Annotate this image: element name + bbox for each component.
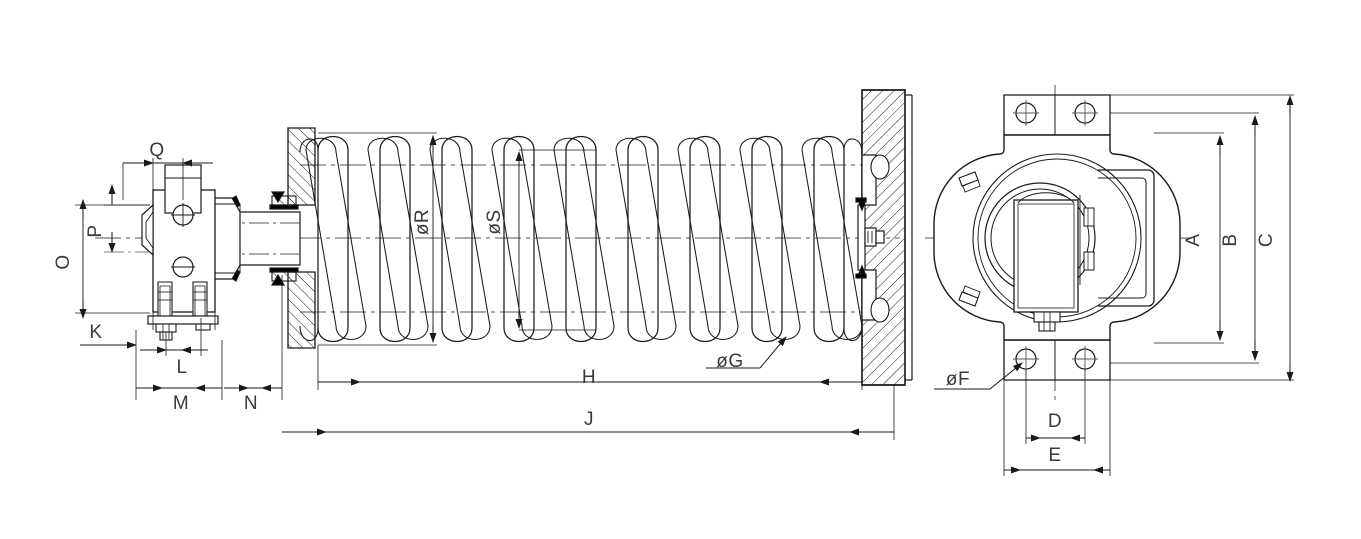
label-A: A	[1183, 233, 1204, 246]
left-cylinder-head	[205, 127, 316, 349]
dimension-O	[75, 199, 150, 319]
label-H: H	[582, 367, 596, 388]
dimension-label-texts: Q P O K L M N øR øS øG H J A B C øF D E	[53, 140, 1277, 466]
label-N: N	[244, 393, 258, 414]
dimension-B	[1110, 112, 1259, 364]
dimension-G-leader	[706, 336, 787, 369]
label-Q: Q	[149, 140, 164, 161]
label-K: K	[89, 322, 102, 343]
clamp-band-fasteners	[958, 171, 981, 307]
dimension-A	[1154, 132, 1224, 344]
spring-rear-coils	[305, 137, 863, 340]
label-J: J	[584, 409, 594, 430]
dimension-R	[318, 132, 437, 346]
label-F: øF	[946, 369, 970, 390]
dimension-S	[515, 149, 596, 331]
dimension-J	[282, 385, 895, 440]
bottom-mounting-flange	[1003, 339, 1111, 381]
label-B: B	[1220, 233, 1241, 246]
label-R: øR	[412, 209, 433, 235]
label-M: M	[173, 393, 189, 414]
dimension-H	[317, 345, 863, 390]
dimension-L	[140, 318, 208, 356]
dimension-annotations	[75, 94, 1294, 476]
label-D: D	[1048, 411, 1062, 432]
dimension-N	[224, 275, 283, 400]
label-O: O	[53, 254, 74, 269]
top-mounting-flange	[1003, 94, 1111, 136]
dimension-F-leader	[934, 362, 1023, 390]
label-E: E	[1048, 445, 1061, 466]
dimension-M	[136, 340, 223, 400]
center-piston-block	[1013, 192, 1079, 332]
dimension-D	[1025, 370, 1086, 444]
label-P: P	[85, 224, 106, 237]
right-hook-bracket	[1079, 169, 1155, 307]
dimension-C	[1110, 94, 1294, 382]
label-C: C	[1256, 233, 1277, 247]
label-G: øG	[716, 351, 743, 372]
coil-spring	[299, 136, 863, 342]
end-elevation-view	[925, 85, 1190, 400]
right-mounting-flange	[855, 89, 913, 386]
dimension-E	[1003, 380, 1111, 476]
label-L: L	[176, 357, 187, 378]
dimension-Q	[122, 158, 213, 200]
label-S: øS	[484, 209, 505, 234]
